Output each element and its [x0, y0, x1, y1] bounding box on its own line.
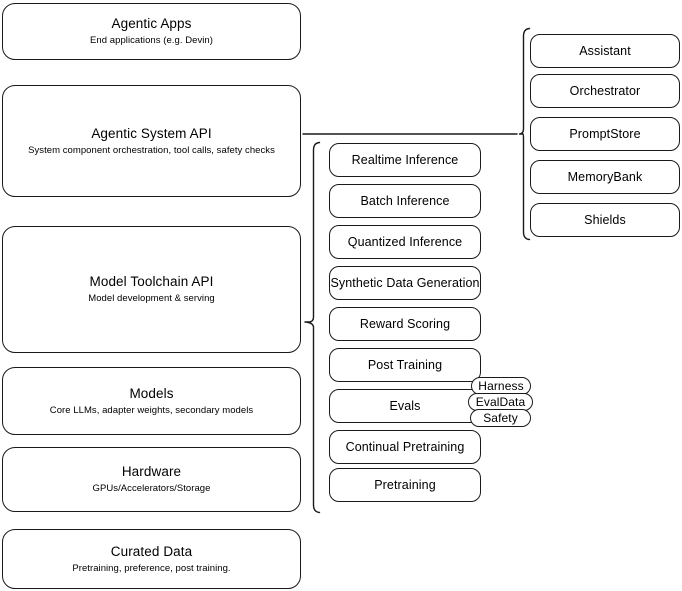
- layer-model-toolchain-api[interactable]: Model Toolchain API Model development & …: [2, 226, 301, 353]
- layer-subtitle: Pretraining, preference, post training.: [72, 562, 231, 574]
- layer-agentic-apps[interactable]: Agentic Apps End applications (e.g. Devi…: [2, 3, 301, 60]
- layer-subtitle: Model development & serving: [88, 293, 215, 304]
- layer-title: Hardware: [121, 464, 182, 479]
- capability-realtime-inference[interactable]: Realtime Inference: [329, 143, 481, 177]
- capability-evals[interactable]: Evals: [329, 389, 481, 423]
- capability-batch-inference[interactable]: Batch Inference: [329, 184, 481, 218]
- eval-pill-harness[interactable]: Harness: [471, 377, 531, 395]
- layer-curated-data[interactable]: Curated Data Pretraining, preference, po…: [2, 529, 301, 589]
- capability-post-training[interactable]: Post Training: [329, 348, 481, 382]
- brace-toolchain-capabilities: [304, 141, 321, 514]
- capability-pretraining[interactable]: Pretraining: [329, 468, 481, 502]
- layer-title: Agentic Apps: [111, 16, 192, 31]
- capability-reward-scoring[interactable]: Reward Scoring: [329, 307, 481, 341]
- system-component-memorybank[interactable]: MemoryBank: [530, 160, 680, 194]
- layer-subtitle: GPUs/Accelerators/Storage: [92, 483, 211, 494]
- layer-models[interactable]: Models Core LLMs, adapter weights, secon…: [2, 367, 301, 435]
- layer-subtitle: End applications (e.g. Devin): [90, 35, 213, 46]
- layer-title: Curated Data: [110, 543, 193, 559]
- system-component-shields[interactable]: Shields: [530, 203, 680, 237]
- layer-title: Agentic System API: [91, 125, 212, 141]
- system-component-assistant[interactable]: Assistant: [530, 34, 680, 68]
- system-component-orchestrator[interactable]: Orchestrator: [530, 74, 680, 108]
- eval-pill-safety[interactable]: Safety: [470, 409, 531, 427]
- layer-title: Models: [129, 385, 174, 401]
- capability-quantized-inference[interactable]: Quantized Inference: [329, 225, 481, 259]
- brace-system-components: [518, 27, 531, 241]
- layer-hardware[interactable]: Hardware GPUs/Accelerators/Storage: [2, 447, 301, 512]
- system-component-promptstore[interactable]: PromptStore: [530, 117, 680, 151]
- capability-continual-pretraining[interactable]: Continual Pretraining: [329, 430, 481, 464]
- layer-subtitle: Core LLMs, adapter weights, secondary mo…: [49, 404, 254, 416]
- eval-pill-evaldata[interactable]: EvalData: [468, 393, 533, 411]
- layer-subtitle: System component orchestration, tool cal…: [28, 144, 275, 156]
- capability-synthetic-data-generation[interactable]: Synthetic Data Generation: [329, 266, 481, 300]
- layer-agentic-system-api[interactable]: Agentic System API System component orch…: [2, 85, 301, 197]
- layer-title: Model Toolchain API: [89, 274, 214, 289]
